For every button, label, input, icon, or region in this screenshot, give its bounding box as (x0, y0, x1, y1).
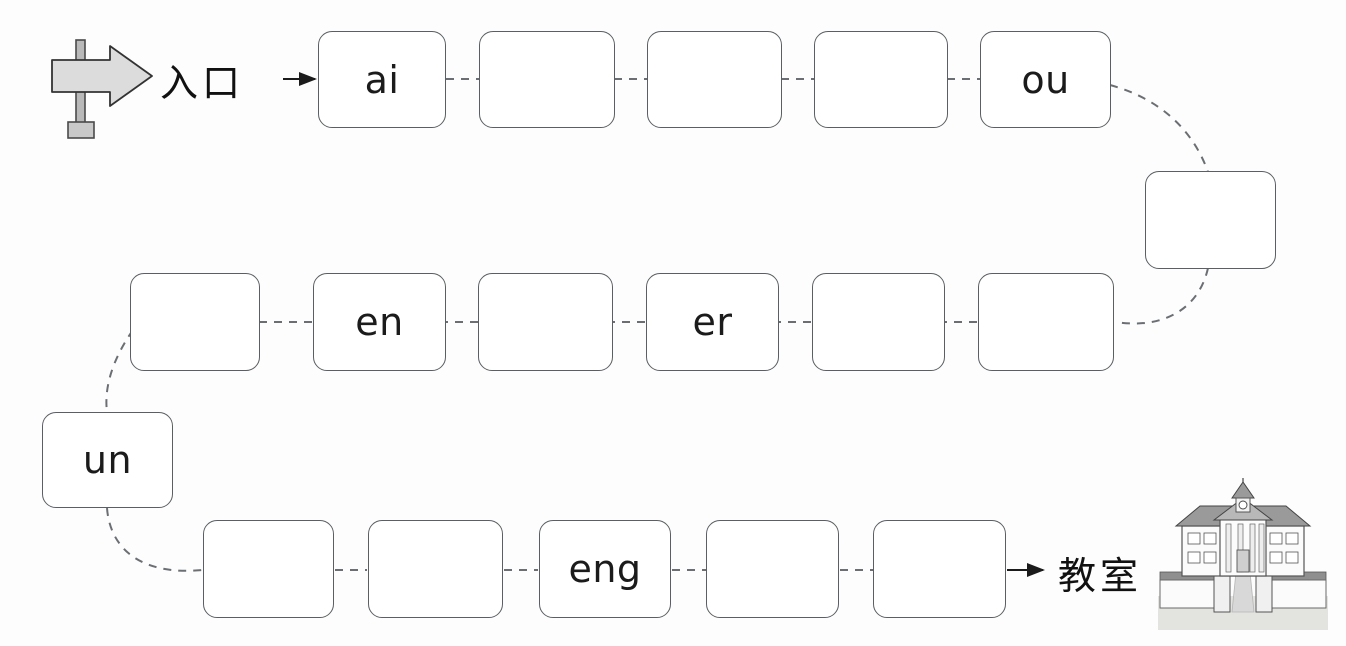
cell-r2c4[interactable]: er (646, 273, 779, 371)
cell-r2c2[interactable]: en (313, 273, 446, 371)
classroom-label: 教室 (1058, 554, 1143, 598)
cell-r1c3[interactable] (647, 31, 782, 128)
cell-r3c4[interactable] (706, 520, 839, 618)
connector-r1c5-turn-right (1109, 84, 1209, 173)
cell-turn-left[interactable]: un (42, 412, 173, 508)
cell-r3c1[interactable] (203, 520, 334, 618)
connector-turn-right-r2c6 (1114, 267, 1209, 325)
cell-r3c3[interactable]: eng (539, 520, 671, 618)
entrance-label: 入口 (160, 61, 245, 105)
cell-r3c2[interactable] (368, 520, 503, 618)
cell-r3c5[interactable] (873, 520, 1006, 618)
cell-r1c2[interactable] (479, 31, 615, 128)
cell-turn-right[interactable] (1145, 171, 1276, 269)
cell-r2c6[interactable] (978, 273, 1114, 371)
signpost-arrow-icon (51, 39, 153, 139)
cell-r1c1[interactable]: ai (318, 31, 446, 128)
cell-r2c5[interactable] (812, 273, 945, 371)
connector-r2c1-turn-left (105, 329, 134, 413)
cell-r1c4[interactable] (814, 31, 948, 128)
school-building-icon (1158, 478, 1328, 630)
connector-turn-left-r3c1 (106, 507, 204, 572)
cell-r1c5[interactable]: ou (980, 31, 1111, 128)
cell-r2c3[interactable] (478, 273, 613, 371)
cell-r2c1[interactable] (130, 273, 260, 371)
